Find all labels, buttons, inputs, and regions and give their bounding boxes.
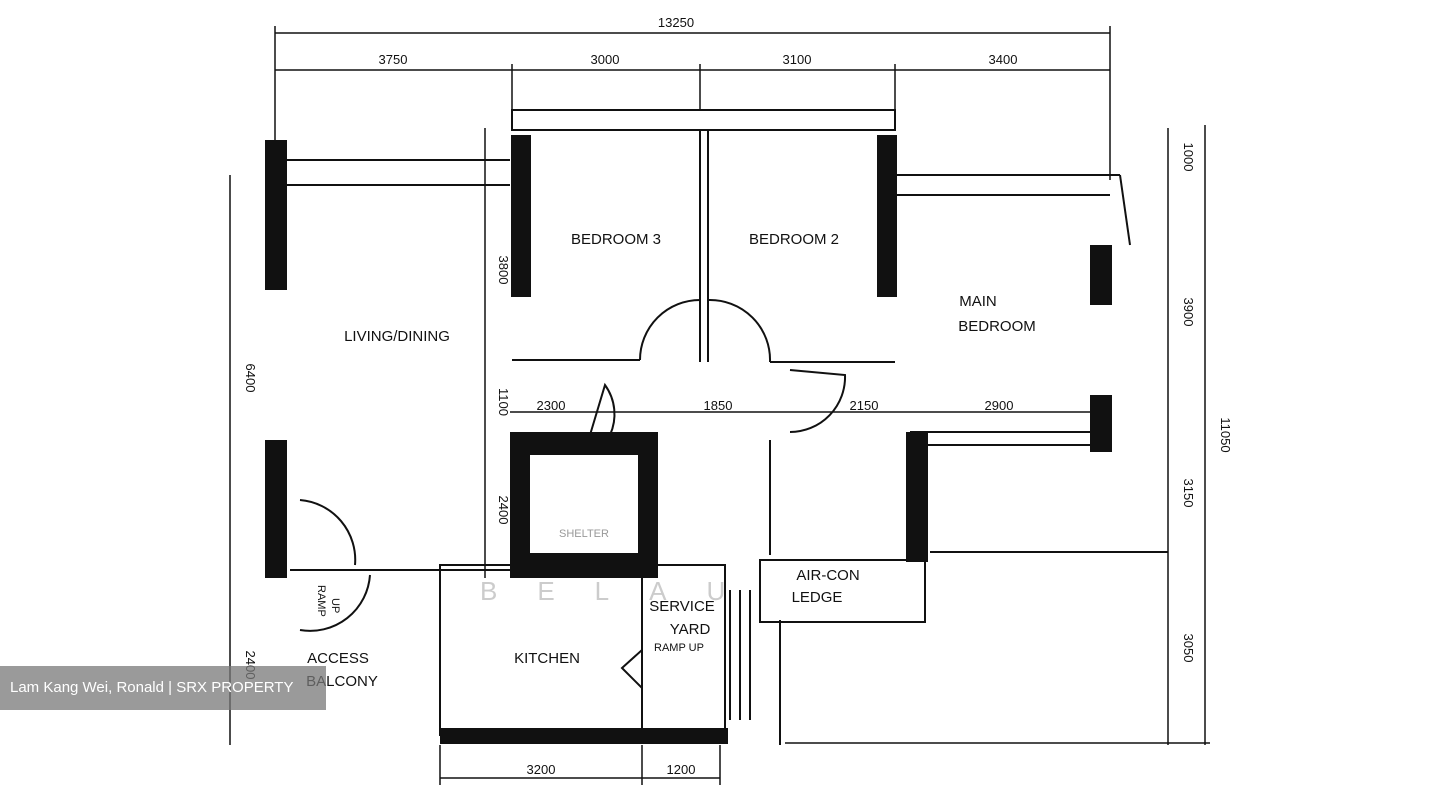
label-aircon-1: AIR-CON [796,567,859,584]
dim-mid-2: 1100 [496,388,511,416]
label-service-2: YARD [670,621,711,638]
label-service-1: SERVICE [649,598,715,615]
solid-walls [265,135,1112,744]
dimension-lines [229,26,1210,785]
dim-mid-1: 3800 [496,256,511,285]
dimension-labels: 13250 3750 3000 3100 3400 2300 1850 2150… [243,15,1233,777]
label-bedroom-2: BEDROOM 2 [749,231,839,248]
dim-right-total: 11050 [1218,417,1233,452]
label-kitchen: KITCHEN [514,650,580,667]
walls [285,109,1168,745]
dim-inner-3: 2150 [850,398,879,413]
dim-right-2: 3900 [1181,298,1196,327]
dim-mid-3: 2400 [496,496,511,525]
dim-top-4: 3400 [989,52,1018,67]
label-main-bedroom-1: MAIN [959,293,997,310]
dim-inner-1: 2300 [537,398,566,413]
label-living-dining: LIVING/DINING [344,328,450,345]
dim-bottom-1: 3200 [527,762,556,777]
label-ramp: RAMP [315,585,327,617]
credit-banner: Lam Kang Wei, Ronald | SRX PROPERTY [0,666,326,710]
dim-top-1: 3750 [379,52,408,67]
label-shelter: SHELTER [559,528,609,540]
label-access-1: ACCESS [307,650,369,667]
watermark: BELAU [480,576,765,606]
dim-right-1: 1000 [1181,143,1196,172]
dim-inner-4: 2900 [985,398,1014,413]
dim-left-1: 6400 [243,364,258,393]
label-ramp-up-service: RAMP UP [654,642,704,654]
label-main-bedroom-2: BEDROOM [958,318,1036,335]
label-up: UP [329,598,341,613]
dim-bottom-2: 1200 [667,762,696,777]
label-aircon-2: LEDGE [792,589,843,606]
dim-top-2: 3000 [591,52,620,67]
dim-top-3: 3100 [783,52,812,67]
dim-right-4: 3050 [1181,634,1196,663]
dim-total-width: 13250 [658,15,694,30]
dim-inner-2: 1850 [704,398,733,413]
dim-right-3: 3150 [1181,479,1196,508]
label-bedroom-3: BEDROOM 3 [571,231,661,248]
